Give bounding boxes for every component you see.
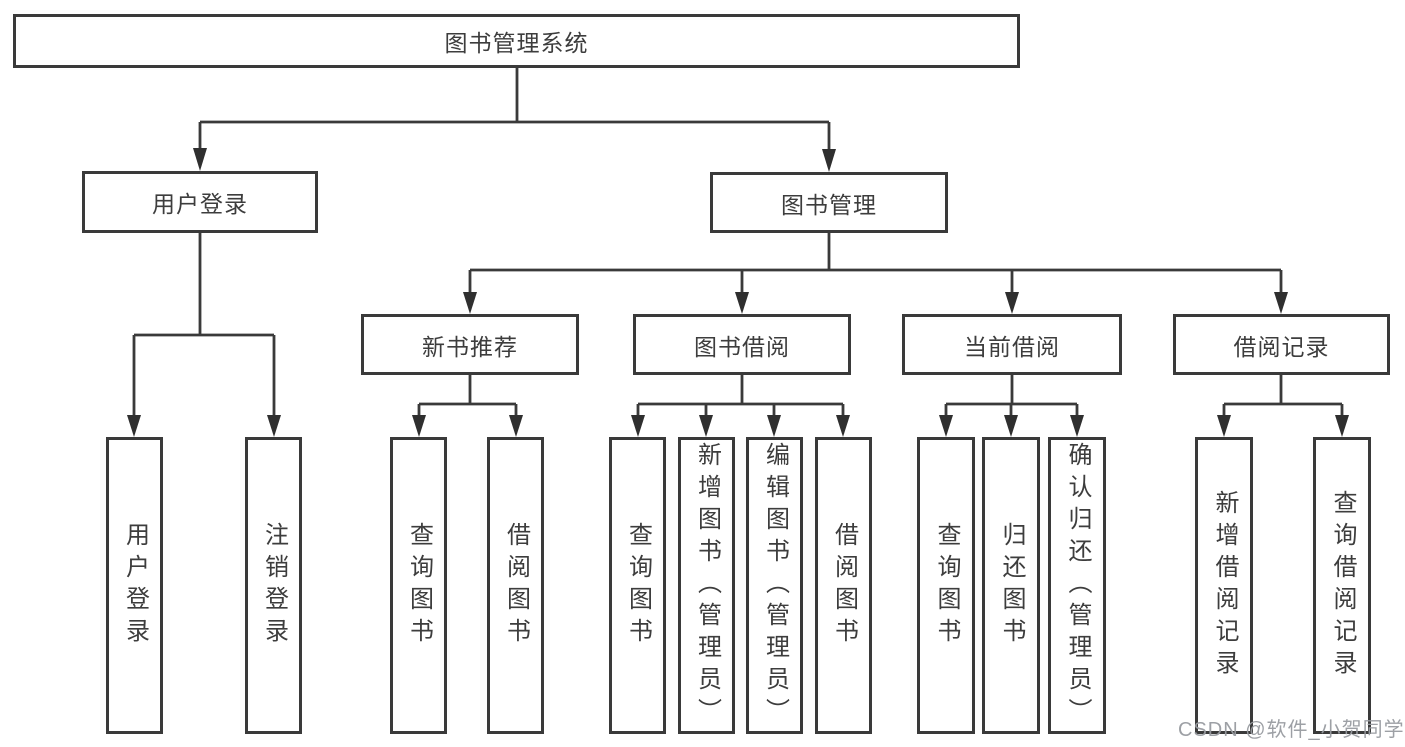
- leaf-query-books-2: 查询图书: [609, 437, 666, 734]
- leaf-query-books-3: 查询图书: [917, 437, 975, 734]
- node-new-book-recommend-label: 新书推荐: [422, 333, 518, 360]
- node-current-borrow: 当前借阅: [902, 314, 1122, 375]
- leaf-borrow-books-2-label: 借阅图书: [830, 521, 858, 650]
- leaf-add-books-admin-label: 新增图书（管理员）: [693, 441, 721, 730]
- leaf-query-books-3-label: 查询图书: [933, 521, 960, 650]
- leaf-borrow-books-2: 借阅图书: [815, 437, 872, 734]
- node-borrow-records-label: 借阅记录: [1233, 333, 1330, 360]
- leaf-query-books-2-label: 查询图书: [624, 521, 652, 650]
- node-borrow-records: 借阅记录: [1173, 314, 1390, 375]
- node-library-system: 图书管理系统: [13, 14, 1020, 68]
- node-library-system-label: 图书管理系统: [444, 30, 589, 56]
- node-book-borrow-label: 图书借阅: [694, 333, 790, 360]
- node-book-borrow: 图书借阅: [633, 314, 851, 375]
- leaf-logout: 注销登录: [245, 437, 302, 734]
- node-book-management-label: 图书管理: [781, 191, 877, 218]
- leaf-borrow-books-1: 借阅图书: [487, 437, 544, 734]
- leaf-return-books-label: 归还图书: [998, 521, 1025, 650]
- leaf-return-books: 归还图书: [982, 437, 1040, 734]
- leaf-borrow-books-1-label: 借阅图书: [502, 521, 530, 650]
- leaf-confirm-return-admin-label: 确认归还（管理员）: [1064, 441, 1091, 730]
- leaf-add-borrow-record-label: 新增借阅记录: [1211, 489, 1238, 682]
- node-new-book-recommend: 新书推荐: [361, 314, 579, 375]
- leaf-edit-books-admin: 编辑图书（管理员）: [746, 437, 803, 734]
- node-user-login: 用户登录: [82, 171, 318, 233]
- node-book-management: 图书管理: [710, 172, 948, 233]
- leaf-user-login-label: 用户登录: [121, 521, 149, 650]
- arrowhead-icons: [127, 148, 1349, 437]
- csdn-watermark: CSDN @软件_小贺同学: [1178, 719, 1405, 741]
- leaf-query-borrow-record: 查询借阅记录: [1313, 437, 1371, 734]
- leaf-query-books-1-label: 查询图书: [405, 521, 433, 650]
- leaf-add-books-admin: 新增图书（管理员）: [678, 437, 735, 734]
- leaf-query-books-1: 查询图书: [390, 437, 447, 734]
- leaf-logout-label: 注销登录: [260, 521, 288, 650]
- leaf-add-borrow-record: 新增借阅记录: [1195, 437, 1253, 734]
- leaf-confirm-return-admin: 确认归还（管理员）: [1048, 437, 1106, 734]
- leaf-edit-books-admin-label: 编辑图书（管理员）: [761, 441, 789, 730]
- node-current-borrow-label: 当前借阅: [964, 333, 1060, 360]
- node-user-login-label: 用户登录: [152, 191, 248, 217]
- leaf-query-borrow-record-label: 查询借阅记录: [1329, 489, 1356, 682]
- leaf-user-login: 用户登录: [106, 437, 163, 734]
